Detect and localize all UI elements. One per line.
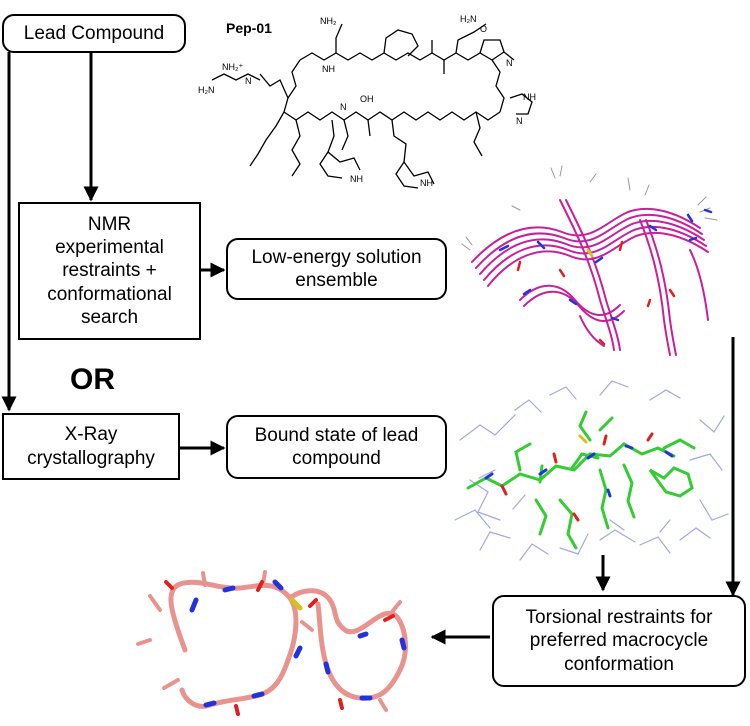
nmr-box: NMR experimental restraints + conformati… (18, 202, 201, 340)
svg-text:NH: NH (350, 174, 363, 184)
torsional-restraints-box: Torsional restraints for preferred macro… (492, 595, 746, 687)
svg-text:N: N (340, 102, 347, 112)
or-label: OR (70, 363, 115, 396)
svg-text:N: N (506, 58, 513, 68)
pep01-structure (211, 23, 533, 189)
svg-text:NH: NH (322, 64, 335, 74)
svg-text:NH: NH (420, 178, 433, 188)
svg-text:OH: OH (360, 94, 374, 104)
lead-compound-box: Lead Compound (2, 14, 186, 53)
svg-text:N: N (516, 116, 523, 126)
svg-text:H₂N: H₂N (198, 85, 215, 95)
xray-box: X-Ray crystallography (2, 413, 180, 480)
bound-state-box: Bound state of lead compound (226, 415, 447, 479)
flow-arrows (1, 52, 741, 645)
xray-bound-structure (454, 380, 729, 561)
low-energy-ensemble-box: Low-energy solution ensemble (226, 238, 447, 300)
molecule-name: Pep-01 (226, 20, 272, 36)
pep01-atom-labels: NH₂⁺ H₂N N NH₂ NH H₂N O NH N N OH NH NH … (198, 14, 536, 188)
svg-text:O: O (480, 24, 487, 34)
nmr-ensemble (461, 165, 718, 356)
macrocycle-conformation (136, 570, 408, 716)
svg-text:N: N (245, 76, 252, 86)
svg-text:NH₂: NH₂ (320, 16, 337, 26)
svg-text:NH₂⁺: NH₂⁺ (222, 62, 243, 72)
svg-text:H₂N: H₂N (460, 14, 477, 24)
svg-text:NH: NH (523, 92, 536, 102)
